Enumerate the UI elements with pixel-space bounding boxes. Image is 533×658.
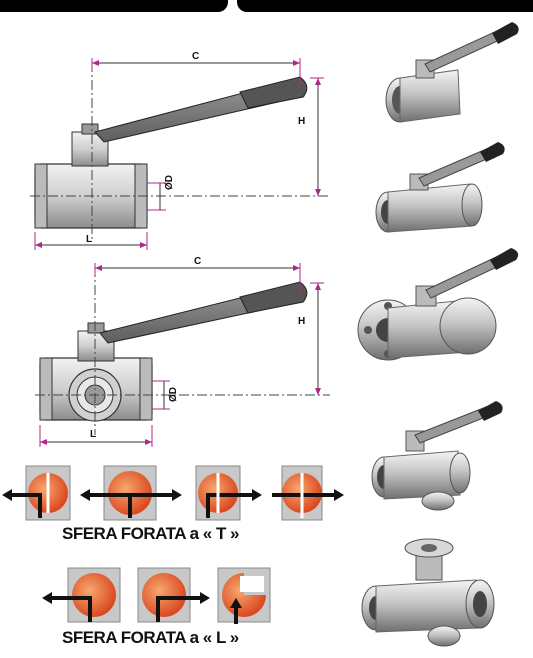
product-photo-4way-valve (361, 538, 495, 647)
dimension-h-label: H (298, 316, 306, 327)
l-port-ball-diagram (42, 567, 271, 624)
top-banner-left (0, 0, 228, 12)
dimension-l-label: L (90, 429, 97, 440)
dimension-c-label: C (192, 51, 200, 62)
dimension-d-label: ØD (168, 387, 179, 402)
dimension-d-label: ØD (164, 175, 175, 190)
dimension-c-label: C (194, 256, 202, 267)
valve-drawing-3way (35, 263, 330, 447)
t-port-ball-diagram (2, 465, 344, 521)
valve-drawing-2way (30, 58, 330, 250)
dimension-h-label: H (298, 116, 306, 127)
top-banner-right (237, 0, 533, 12)
dimension-l-label: L (86, 234, 93, 245)
l-port-caption: SFERA FORATA a « L » (62, 628, 239, 647)
product-photo-flanged-valve (357, 248, 519, 361)
product-photo-clamp-valve (375, 142, 505, 233)
product-photo-threaded-valve (385, 22, 519, 123)
t-port-caption: SFERA FORATA a « T » (62, 524, 240, 543)
product-photo-3way-valve (371, 401, 503, 511)
